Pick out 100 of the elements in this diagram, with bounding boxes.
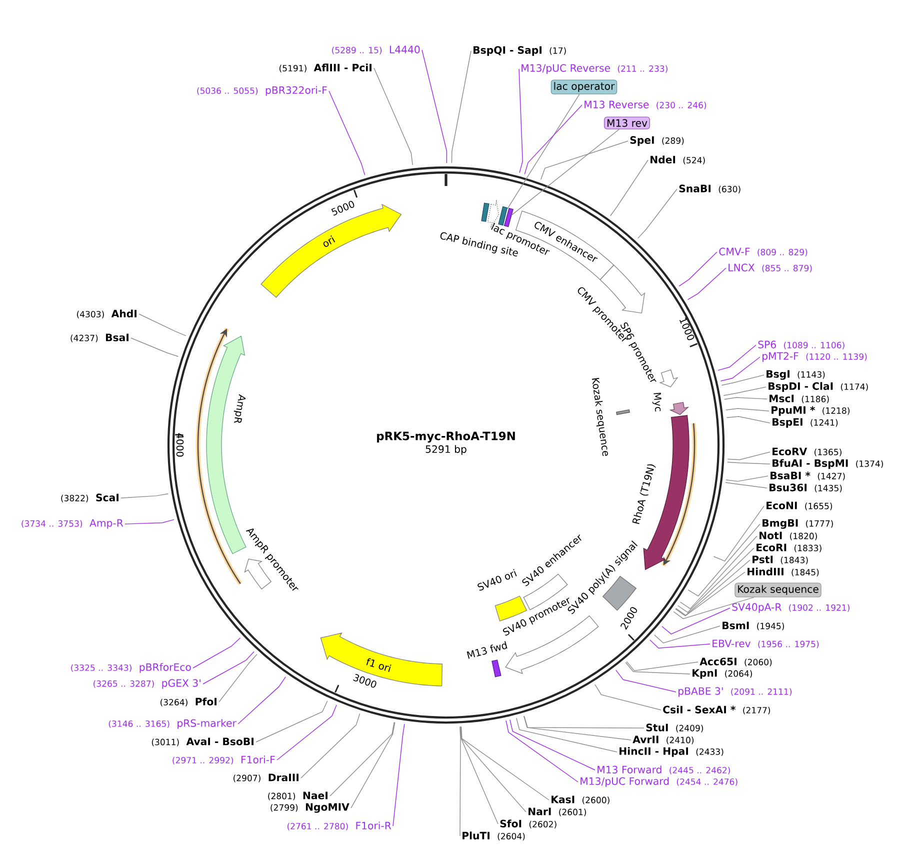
site-label: SpeI (289) [630,136,684,146]
site-label: StuI (2409) [646,724,704,732]
scale-tick: 4000 [175,433,184,457]
primer-label: (5036 .. 5055) pBR322ori-F [197,86,327,96]
leader-line [727,462,770,464]
primer-label: (5289 .. 15) L4440 [332,46,420,54]
primer-label: M13 Reverse (230 .. 246) [584,100,706,110]
node-label: Kozak sequence [592,378,608,456]
site-label: NarI (2601) [528,808,586,816]
leader-line [218,654,258,702]
leader-line [300,713,360,778]
leader-line [256,700,328,742]
site-label: HincII - HpaI (2433) [620,747,724,757]
leader-line [451,50,472,164]
leader-line [676,560,750,616]
leader-line [610,160,648,216]
primer-label: pMT2-F (1120 .. 1139) [762,352,867,362]
leader-line [673,596,754,620]
node-label: M13 fwd [466,641,508,659]
feature-tag: lac operator [550,80,618,94]
site-label: CsiI - SexAI * (2177) [663,706,770,714]
leader-line [626,661,698,672]
site-label: (5191) AflIII - PciI [280,64,372,72]
leader-line [512,128,620,216]
leader-line [516,718,618,752]
site-label: (3822) ScaI [61,494,118,502]
plasmid-name: pRK5-myc-RhoA-T19N [377,431,515,443]
site-label: BsmI (1945) [722,622,784,630]
primer-label: M13 Forward (2445 .. 2462) [598,766,730,774]
leader-line [724,397,768,400]
primer-label: M13/pUC Forward (2454 .. 2476) [580,777,738,787]
kozak-bar: Kozak sequence [592,378,630,456]
site-label: PpuMI * (1218) [772,406,850,416]
site-label: BmgBI (1777) [762,519,833,529]
feature-tag: Kozak sequence [734,582,822,598]
site-label: PluTI (2604) [462,832,525,840]
node-label: Myc [652,392,662,412]
site-label: BfuAI - BspMI (1374) [772,459,883,469]
leader-line [130,338,179,357]
plasmid-size: 5291 bp [426,445,466,455]
leader-line [350,722,396,808]
primer-label: SP6 (1089 .. 1106) [758,340,844,350]
site-label: KpnI (2064) [692,669,752,679]
site-label: AvrII (2410) [632,736,694,744]
leader-line [238,676,286,724]
primer-label: SV40pA-R (1902 .. 1921) [732,603,850,613]
leader-line [328,90,366,176]
site-label: EcoNI (1655) [766,502,832,510]
site-label: BsgI (1143) [766,370,825,380]
leader-line [124,519,174,524]
site-label: PstI (1843) [752,556,808,564]
leader-line [540,140,628,180]
site-label: HindIII (1845) [748,568,819,576]
primer-label: CMV-F (809 .. 829) [719,248,808,256]
site-label: (4303) AhdI [77,310,136,318]
leader-line [392,724,405,826]
leader-line [524,716,644,728]
leader-line [460,726,461,836]
primer-label: (3146 .. 3165) pRS-marker [108,719,236,729]
site-label: (2799) NgoMIV [270,803,350,813]
site-label: (3264) PfoI [160,698,216,706]
leader-line [654,626,720,644]
leader-line [678,252,718,287]
tag-block: Myc [652,392,690,415]
leader-line [687,268,726,300]
feature-tag: M13 rev [604,116,650,130]
site-label: (4237) BsaI [70,334,128,342]
leader-line [688,524,760,596]
scale-tick: 1000 [679,318,698,348]
primer-label: (3265 .. 3287) pGEX 3' [94,679,200,689]
leader-line [523,716,632,740]
site-label: MscI (1186) [770,394,829,404]
leader-line [718,344,756,371]
primer-label: (3325 .. 3343) pBRforEco [71,663,191,673]
leader-line [524,104,582,175]
leader-line [650,639,710,648]
leader-line [506,720,578,782]
leader-line [460,726,526,812]
leader-line [625,662,690,674]
leader-line [723,386,766,396]
leader-line [726,416,770,424]
site-label: EcoRI (1833) [756,544,822,552]
node-label: SV40 ori [478,569,517,591]
site-label: KasI (2600) [552,796,610,804]
primer-label: M13/pUC Reverse (211 .. 233) [522,64,668,74]
primer-label: EBV-rev (1956 .. 1975) [712,640,819,648]
site-label: SfoI (2602) [500,820,556,828]
leader-line [725,476,768,482]
leader-line [276,704,337,760]
leader-line [616,670,676,692]
site-label: Bsu36I (1435) [770,484,842,492]
leader-line [594,684,662,710]
leader-line [680,536,758,610]
leader-line [713,506,764,562]
site-label: BspQI - SapI (17) [474,46,566,56]
leader-line [720,356,760,382]
site-label: EcoRV (1365) [772,448,842,456]
leader-line [510,719,596,770]
leader-line [662,608,730,635]
site-label: (2801) NaeI [268,792,328,800]
